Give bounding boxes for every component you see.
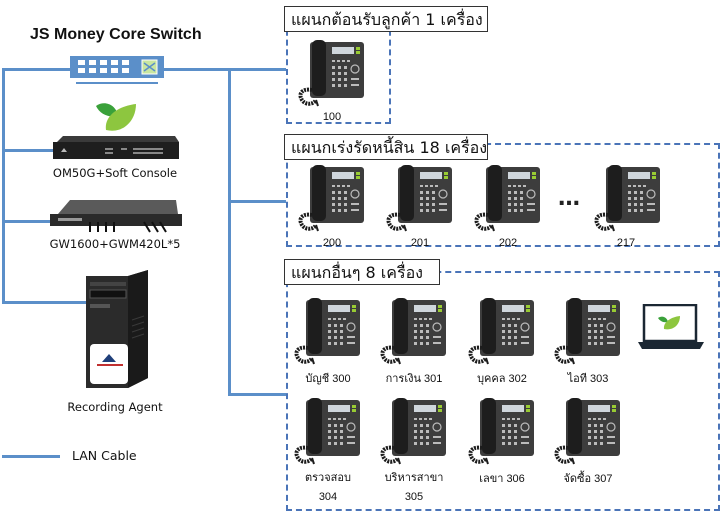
group-collections-title: แผนกเร่งรัดหนี้สิน 18 เครื่อง <box>284 134 488 160</box>
gateway-label: GW1600+GWM420L*5 <box>49 237 181 251</box>
lan-cable-switch-left <box>3 68 71 71</box>
lan-cable-to-gateway <box>3 220 53 223</box>
legend-lan-cable-label: LAN Cable <box>72 448 137 463</box>
ip-pbx-icon <box>53 136 179 160</box>
phone-extension-label: ตรวจสอบ 304 <box>305 472 351 503</box>
recorder-label: Recording Agent <box>67 400 163 414</box>
group-reception-title: แผนกต้อนรับลูกค้า 1 เครื่อง <box>284 6 488 32</box>
more-phones-ellipsis: … <box>558 186 580 211</box>
group-other-departments-box <box>286 271 720 511</box>
phone-extension-label: ไอที 303 <box>567 373 609 385</box>
desktop-tower-icon <box>84 270 150 390</box>
phone-extension-label: เลขา 306 <box>479 473 525 485</box>
phone-extension-label: บุคคล 302 <box>477 373 527 385</box>
ip-phone-icon <box>378 396 450 466</box>
lan-cable-to-group-3 <box>228 393 286 396</box>
ip-phone-icon <box>466 296 538 366</box>
switch-title: JS Money Core Switch <box>30 26 202 43</box>
pbx-label: OM50G+Soft Console <box>52 166 178 180</box>
soft-console-leaf-icon <box>94 100 138 134</box>
ip-phone-icon <box>472 163 544 233</box>
phone-extension-label: 200 <box>322 237 342 249</box>
ip-phone-icon <box>466 396 538 466</box>
ip-phone-icon <box>378 296 450 366</box>
group-collections-box <box>286 143 720 247</box>
lan-cable-right-trunk <box>228 68 231 396</box>
legend-lan-cable-swatch <box>2 455 60 458</box>
phone-extension-label: บริหารสาขา 305 <box>384 472 444 503</box>
lan-cable-left-trunk <box>2 68 5 304</box>
ip-phone-icon <box>552 396 624 466</box>
lan-cable-switch-right <box>163 68 286 71</box>
ip-phone-icon <box>552 296 624 366</box>
ip-phone-icon <box>292 296 364 366</box>
phone-extension-label: 201 <box>410 237 430 249</box>
lan-cable-to-recorder <box>3 301 87 304</box>
network-switch-icon <box>70 54 164 84</box>
lan-cable-to-pbx <box>3 149 55 152</box>
ip-phone-icon <box>592 163 664 233</box>
group-other-departments-title: แผนกอื่นๆ 8 เครื่อง <box>284 259 440 285</box>
ip-phone-icon <box>296 163 368 233</box>
ip-phone-icon <box>384 163 456 233</box>
phone-extension-label: บัญชี 300 <box>305 373 351 385</box>
gsm-gateway-icon <box>50 200 182 234</box>
ip-phone-icon <box>292 396 364 466</box>
phone-extension-label: การเงิน 301 <box>385 373 443 385</box>
lan-cable-to-group-2 <box>228 200 286 203</box>
phone-extension-label: 217 <box>616 237 636 249</box>
phone-extension-label: จัดซื้อ 307 <box>563 473 613 485</box>
ip-phone-icon <box>296 38 368 108</box>
phone-extension-label: 202 <box>498 237 518 249</box>
phone-extension-label: 100 <box>322 111 342 123</box>
laptop-soft-console-icon <box>636 303 706 350</box>
